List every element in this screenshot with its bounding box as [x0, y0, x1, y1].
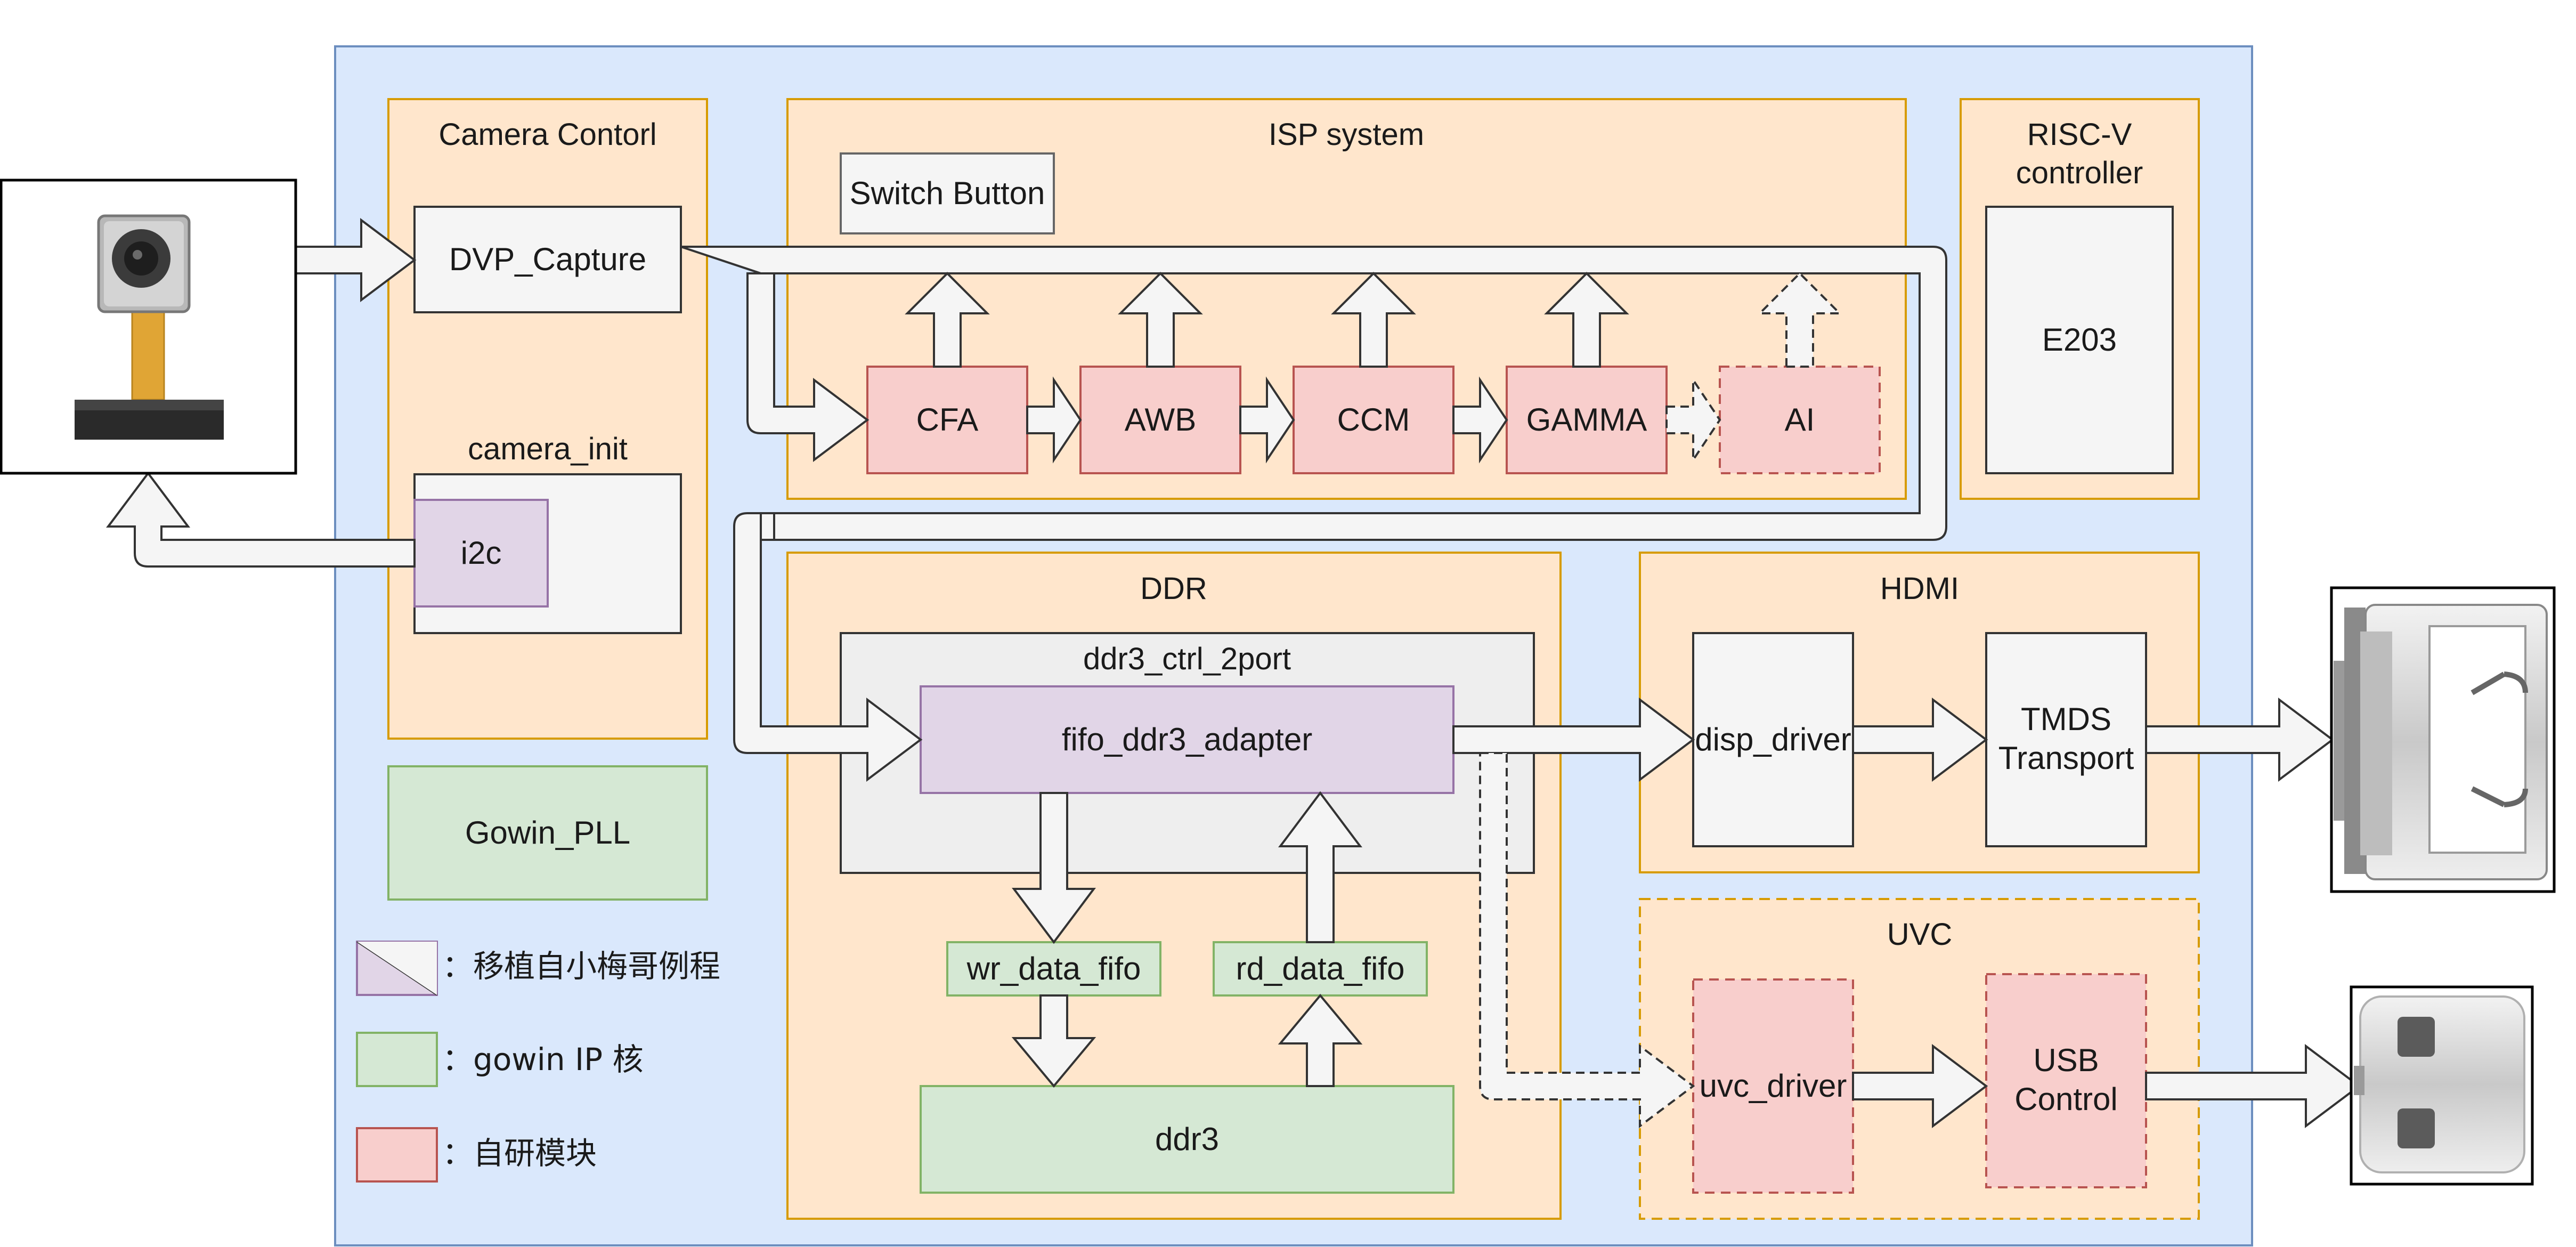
wr-data-fifo-label: wr_data_fifo	[966, 951, 1141, 986]
legend-label-gowin-ip: ：gowin IP 核	[442, 1041, 644, 1078]
usb-control-block	[1985, 973, 2147, 1188]
arrow-gamma-to-ai	[1665, 376, 1721, 464]
arrow-gamma-up	[1544, 272, 1629, 368]
isp-system-title: ISP system	[1269, 117, 1424, 152]
camera-control-group	[387, 98, 708, 740]
i2c-label: i2c	[461, 535, 502, 571]
isp-pipeline-stages: CFA AWB CCM GAMMA AI	[866, 366, 1881, 474]
awb-block	[1079, 366, 1241, 474]
uvc-driver-block	[1692, 978, 1854, 1194]
arrow-i2c-to-camera	[106, 471, 416, 568]
ddr3-block	[920, 1085, 1454, 1194]
legend-swatch-gowin-ip	[356, 1032, 438, 1087]
hdmi-connector-image	[2330, 586, 2556, 893]
arrow-adapter-to-uvc	[1479, 752, 1695, 1128]
switch-button-block	[840, 152, 1055, 234]
arrow-uvc-to-usb	[1852, 1044, 1988, 1128]
arrow-wr-fifo-to-ddr3	[1011, 994, 1096, 1088]
arrow-tmds-to-hdmi	[2145, 698, 2335, 782]
ddr-title: DDR	[1140, 571, 1207, 606]
camera-control-title: Camera Contorl	[438, 117, 656, 152]
uvc-driver-label: uvc_driver	[1700, 1068, 1847, 1104]
legend: ：移植自小梅哥例程 ：gowin IP 核 ：自研模块	[356, 941, 720, 1183]
ai-label: AI	[1785, 402, 1815, 438]
fifo-ddr3-adapter-label: fifo_ddr3_adapter	[1062, 722, 1312, 757]
ccm-block	[1293, 366, 1454, 474]
riscv-title-line1: RISC-V	[2027, 117, 2132, 152]
disp-driver-block	[1692, 632, 1854, 847]
arrow-ccm-to-gamma	[1452, 376, 1508, 464]
arrow-loop-to-fifo-adapter	[733, 512, 923, 782]
gowin-pll-block	[387, 765, 708, 901]
fifo-ddr3-adapter-block	[920, 685, 1454, 794]
uvc-title: UVC	[1887, 917, 1952, 952]
usb-connector-image	[2350, 985, 2534, 1186]
dvp-capture-label: DVP_Capture	[449, 241, 646, 277]
arrow-ai-up	[1757, 272, 1842, 368]
rd-data-fifo-block	[1213, 941, 1428, 997]
ddr3-label: ddr3	[1155, 1121, 1219, 1157]
tmds-label-line2: Transport	[1998, 740, 2134, 776]
arrow-cfa-to-awb	[1026, 376, 1082, 464]
arrow-camera-to-dvp	[295, 218, 417, 302]
legend-swatch-ported-corner	[357, 942, 437, 995]
usb-label-line1: USB	[2033, 1042, 2099, 1078]
legend-swatch-self-developed	[356, 1127, 438, 1183]
legend-label-self-developed: ：自研模块	[442, 1135, 597, 1171]
arrow-adapter-to-wr-fifo	[1012, 792, 1096, 944]
tmds-transport-block	[1985, 632, 2147, 847]
arrow-ddr3-to-rd-fifo	[1278, 993, 1363, 1087]
hdmi-title: HDMI	[1880, 571, 1959, 606]
ccm-label: CCM	[1337, 402, 1410, 438]
dvp-capture-block	[413, 206, 682, 313]
arrow-ccm-up	[1331, 272, 1416, 368]
tmds-label-line1: TMDS	[2021, 701, 2111, 737]
arrow-branch-to-cfa	[746, 272, 869, 462]
switch-button-label: Switch Button	[850, 175, 1045, 211]
arrow-awb-up	[1118, 272, 1203, 368]
usb-label-line2: Control	[2014, 1081, 2117, 1117]
gamma-label: GAMMA	[1526, 402, 1647, 438]
gowin-pll-label: Gowin_PLL	[465, 815, 630, 851]
gamma-block	[1506, 366, 1668, 474]
cfa-label: CFA	[916, 402, 979, 438]
e203-label: E203	[2042, 322, 2117, 358]
arrow-awb-to-ccm	[1239, 376, 1295, 464]
arrow-usb-to-connector	[2145, 1044, 2361, 1128]
camera-module-image	[0, 179, 297, 475]
camera-init-title: camera_init	[468, 432, 628, 466]
arrow-cfa-up	[905, 272, 990, 368]
ddr3-ctrl-2port-title: ddr3_ctrl_2port	[1083, 642, 1291, 676]
i2c-block	[413, 499, 549, 608]
arrow-rd-fifo-to-adapter	[1278, 791, 1362, 943]
arrow-disp-to-tmds	[1852, 698, 1988, 782]
rd-data-fifo-label: rd_data_fifo	[1236, 951, 1405, 986]
awb-label: AWB	[1125, 402, 1196, 438]
e203-block	[1985, 206, 2174, 474]
riscv-title-line2: controller	[2016, 156, 2143, 190]
wr-data-fifo-block	[946, 941, 1161, 997]
legend-label-ported: ：移植自小梅哥例程	[442, 948, 720, 984]
disp-driver-label: disp_driver	[1695, 722, 1851, 757]
